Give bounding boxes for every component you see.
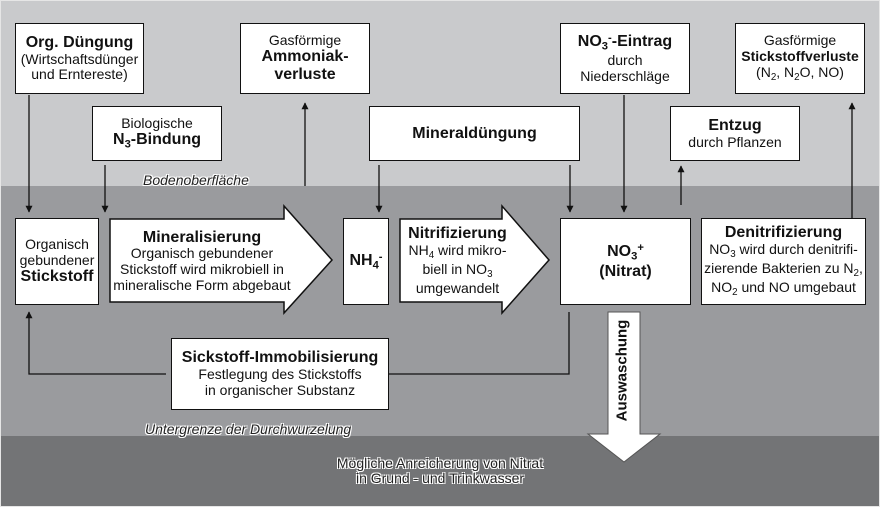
nit-l2a: biell in NO bbox=[422, 261, 488, 278]
org-stickstoff-line1: Organisch bbox=[25, 235, 89, 252]
stickstoffverluste-line1: Gasförmige bbox=[763, 32, 837, 49]
bio-bindung-line1: Biologische bbox=[121, 114, 193, 131]
nit-l1a: NH bbox=[408, 242, 429, 259]
bio-title-post: -Bindung bbox=[130, 131, 201, 149]
nitrifizierung-arrow-shape bbox=[399, 203, 550, 315]
auswaschung-text: Auswaschung bbox=[613, 319, 631, 421]
groundwater-line2: in Grund - und Trinkwasser bbox=[355, 470, 525, 487]
no3-sub: 3 bbox=[631, 250, 638, 263]
box-no3-nitrat: NO3+ (Nitrat) bbox=[560, 218, 691, 305]
den-l2c: , bbox=[858, 260, 863, 276]
org-duengung-title: Org. Düngung bbox=[25, 33, 134, 51]
mineralisierung-arrow-shape bbox=[109, 204, 334, 315]
ammoniak-line1: Gasförmige bbox=[268, 31, 342, 48]
nitrifizierung-text: Nitrifizierung NH4 wird mikro- biell in … bbox=[400, 222, 515, 300]
nh4-sup: - bbox=[378, 251, 383, 264]
den-l2b: 2 bbox=[853, 267, 859, 279]
sv-l2d: 2 bbox=[794, 71, 800, 83]
nitrifizierung-title: Nitrifizierung bbox=[408, 225, 507, 243]
nitrifizierung-line2: biell in NO3 bbox=[422, 261, 493, 281]
arrow-no3-to-immobilisierung bbox=[379, 312, 570, 378]
immobilisierung-line1: Festlegung des Stickstoffs bbox=[198, 366, 362, 383]
box-org-duengung: Org. Düngung (Wirtschaftsdünger und Ernt… bbox=[15, 23, 144, 94]
arrow-immobilisierung-to-org-stickstoff bbox=[25, 311, 166, 375]
ammoniak-title2: verluste bbox=[274, 66, 336, 84]
no3-eintrag-title-sup: - bbox=[608, 32, 612, 45]
sv-l2e: O, NO) bbox=[799, 63, 844, 80]
entzug-title: Entzug bbox=[708, 116, 762, 134]
stickstoffverluste-title: Stickstoffverluste bbox=[741, 48, 859, 65]
denitrifizierung-title: Denitrifizierung bbox=[724, 224, 843, 242]
surface-label: Bodenoberfläche bbox=[143, 172, 249, 188]
den-l3a: NO bbox=[711, 278, 733, 295]
den-l3b: 2 bbox=[732, 286, 738, 298]
nitrifizierung-line3: umgewandelt bbox=[415, 280, 500, 297]
mineralisierung-line1: Organisch gebundener bbox=[130, 245, 274, 262]
box-mineralduengung: Mineraldüngung bbox=[369, 106, 580, 161]
bio-title-pre: N bbox=[113, 131, 125, 149]
box-no3-eintrag: NO3--Eintrag durch Niederschläge bbox=[560, 23, 690, 94]
nit-l1b: 4 bbox=[428, 250, 435, 262]
entzug-line1: durch Pflanzen bbox=[688, 133, 782, 150]
groundwater-zone bbox=[0, 436, 880, 507]
den-l1c: wird durch denitrifi- bbox=[735, 241, 858, 258]
no3-title2: (Nitrat) bbox=[599, 263, 652, 281]
den-l1a: NO bbox=[709, 241, 731, 258]
box-ammoniak-verluste: Gasförmige Ammoniak- verluste bbox=[240, 23, 370, 94]
nit-l1c: wird mikro- bbox=[434, 242, 507, 259]
org-duengung-line1: (Wirtschaftsdünger bbox=[20, 50, 139, 67]
box-immobilisierung: Sickstoff-Immobilisierung Festlegung des… bbox=[171, 338, 389, 410]
sv-l2c: , N bbox=[776, 63, 795, 80]
box-denitrifizierung: Denitrifizierung NO3 wird durch denitrif… bbox=[701, 218, 866, 305]
nh4-title: NH4- bbox=[349, 251, 382, 272]
box-stickstoffverluste: Gasförmige Stickstoffverluste (N2, N2O, … bbox=[735, 23, 865, 94]
nh4-pre: NH bbox=[349, 252, 373, 270]
mineralduengung-title: Mineraldüngung bbox=[412, 124, 537, 142]
nitrifizierung-line1: NH4 wird mikro- bbox=[408, 242, 507, 262]
stickstoffverluste-line2: (N2, N2O, NO) bbox=[756, 63, 844, 84]
denitrifizierung-line1: NO3 wird durch denitrifi- bbox=[709, 241, 858, 261]
mineralisierung-title: Mineralisierung bbox=[142, 228, 262, 246]
den-l1b: 3 bbox=[730, 249, 736, 261]
mineralisierung-line3: mineralische Form abgebaut bbox=[113, 276, 291, 293]
no3-eintrag-line2: Niederschläge bbox=[580, 67, 670, 84]
no3-title: NO3+ bbox=[607, 242, 644, 263]
no3-eintrag-line1: durch bbox=[607, 52, 643, 69]
mineralisierung-text: Mineralisierung Organisch gebundener Sti… bbox=[110, 222, 294, 300]
org-stickstoff-title: Stickstoff bbox=[20, 268, 94, 286]
org-duengung-line2: und Erntereste) bbox=[31, 66, 128, 83]
mineralisierung-line2: Stickstoff wird mikrobiell in bbox=[120, 261, 284, 278]
no3-sup: + bbox=[637, 242, 644, 255]
no3-pre: NO bbox=[607, 243, 632, 261]
denitrifizierung-line3: NO2 und NO umgebaut bbox=[711, 278, 856, 299]
nit-l2b: 3 bbox=[487, 269, 493, 281]
box-nh4: NH4- bbox=[343, 218, 389, 305]
org-stickstoff-line2: gebundener bbox=[19, 251, 95, 268]
den-l3c: und NO umgebaut bbox=[737, 278, 856, 295]
denitrifizierung-line2: zierende Bakterien zu N2, bbox=[704, 260, 863, 280]
auswaschung-label: Auswaschung bbox=[600, 310, 644, 430]
auswaschung-arrow-shape bbox=[586, 311, 662, 463]
bio-bindung-title: N3-Bindung bbox=[113, 131, 201, 151]
nh4-sub: 4 bbox=[372, 259, 379, 272]
box-org-stickstoff: Organisch gebundener Stickstoff bbox=[15, 218, 99, 305]
no3-eintrag-title-pre: NO bbox=[577, 33, 602, 51]
root-limit-label: Untergrenze der Durchwurzelung bbox=[145, 421, 352, 437]
immobilisierung-title: Sickstoff-Immobilisierung bbox=[181, 349, 379, 367]
box-entzug: Entzug durch Pflanzen bbox=[670, 106, 800, 161]
bio-title-sub: 3 bbox=[124, 138, 131, 151]
no3-eintrag-title-sub: 3 bbox=[601, 40, 609, 53]
ammoniak-title1: Ammoniak- bbox=[261, 48, 349, 66]
immobilisierung-line2: in organischer Substanz bbox=[204, 381, 356, 398]
no3-eintrag-title: NO3--Eintrag bbox=[578, 32, 672, 53]
no3-eintrag-title-post: -Eintrag bbox=[611, 33, 673, 51]
sv-l2a: (N bbox=[756, 63, 771, 80]
groundwater-label: Mögliche Anreicherung von Nitrat in Grun… bbox=[300, 455, 580, 487]
den-l2a: zierende Bakterien zu N bbox=[704, 260, 854, 276]
groundwater-line1: Mögliche Anreicherung von Nitrat bbox=[336, 455, 544, 471]
box-biologische-bindung: Biologische N3-Bindung bbox=[92, 106, 222, 161]
sv-l2b: 2 bbox=[770, 71, 777, 83]
